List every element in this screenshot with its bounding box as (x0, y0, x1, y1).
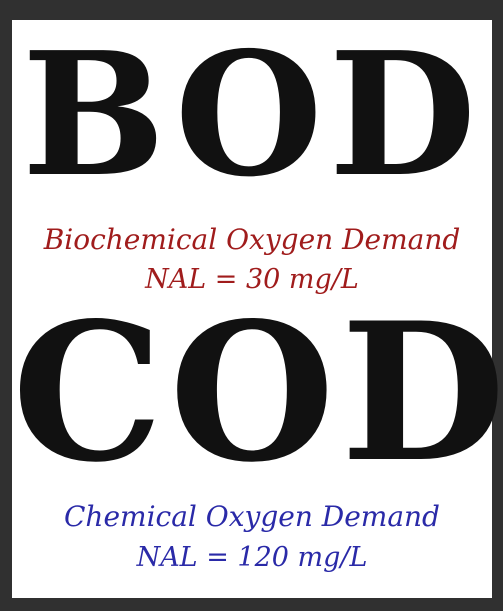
cod-acronym: COD (12, 281, 503, 504)
bod-acronym: BOD (21, 15, 483, 215)
bod-nal-value: NAL = 30 mg/L (145, 264, 359, 295)
poster-board: BOD Biochemical Oxygen Demand NAL = 30 m… (12, 15, 503, 598)
cod-full-name: Chemical Oxygen Demand (64, 500, 440, 533)
cod-nal-value: NAL = 120 mg/L (136, 542, 368, 573)
bod-full-name: Biochemical Oxygen Demand (43, 223, 461, 256)
